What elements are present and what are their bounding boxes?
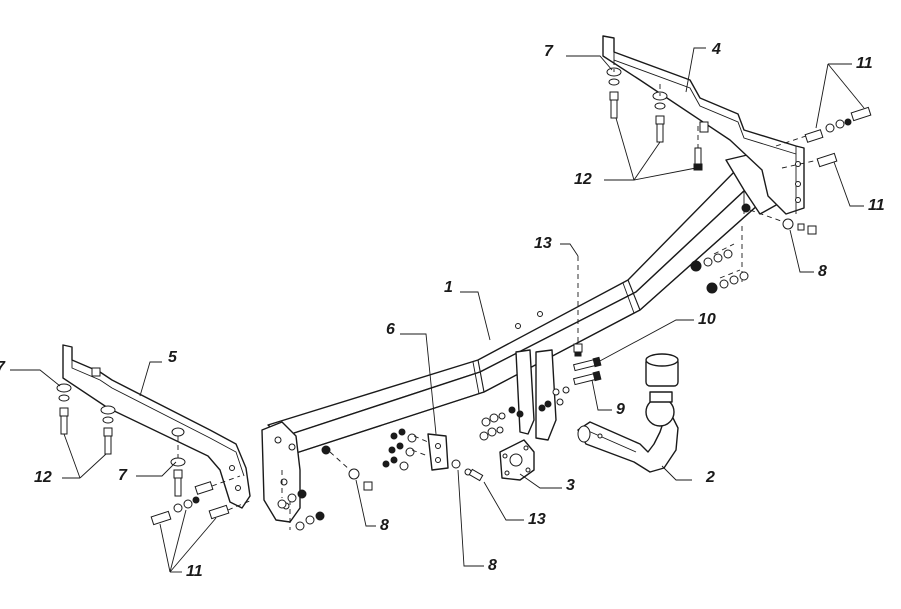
bolts-11-right [775, 106, 872, 169]
bolts-12-right [606, 60, 703, 171]
callout-labels: 1 2 3 4 5 6 7 7 7 8 8 8 9 10 11 11 11 12… [0, 41, 885, 580]
label-socket-plate: 3 [566, 477, 575, 494]
label-nut-washer-8-right: 8 [818, 263, 827, 280]
label-bolts-11-right: 11 [868, 197, 885, 214]
nut-washer-8-right [741, 203, 817, 235]
bolt-13-top [573, 256, 583, 357]
bolts-11-left [150, 475, 253, 526]
label-right-side-bracket: 4 [711, 41, 721, 58]
mount-plate [427, 433, 449, 471]
label-bolt-9: 9 [616, 401, 625, 418]
label-tow-ball: 2 [705, 469, 715, 486]
label-nut-washer-8-center: 8 [488, 557, 497, 574]
right-lower-hardware [690, 226, 749, 294]
bolt-9 [552, 386, 570, 406]
label-bolt-13-bottom: 13 [528, 511, 546, 528]
bolts-12-left [56, 383, 186, 497]
left-lower-hardware [277, 470, 325, 531]
label-bolt-7-right: 7 [544, 43, 554, 60]
leader-lines [10, 47, 865, 573]
center-hardware [382, 400, 552, 471]
label-hardware-12-right: 12 [574, 171, 592, 188]
tow-ball [577, 353, 679, 473]
bolts-10 [572, 356, 602, 386]
label-mount-plate: 6 [386, 321, 395, 338]
nut-washer-8-left [321, 445, 373, 491]
right-side-bracket [602, 35, 805, 215]
label-bolts-11-right-top: 11 [856, 55, 873, 72]
label-nut-washer-8-left: 8 [380, 517, 389, 534]
left-side-bracket [62, 344, 251, 509]
label-bolts-10: 10 [698, 311, 716, 328]
label-bolt-7-left-edge: 7 [0, 359, 6, 376]
label-bolts-11-left: 11 [186, 563, 203, 580]
label-hardware-12-left: 12 [34, 469, 52, 486]
label-main-crossbar: 1 [444, 279, 453, 296]
label-bolt-13-top: 13 [534, 235, 552, 252]
label-bolt-7-left: 7 [118, 467, 128, 484]
label-left-side-bracket: 5 [168, 349, 178, 366]
bolt-13-bottom [451, 459, 484, 482]
